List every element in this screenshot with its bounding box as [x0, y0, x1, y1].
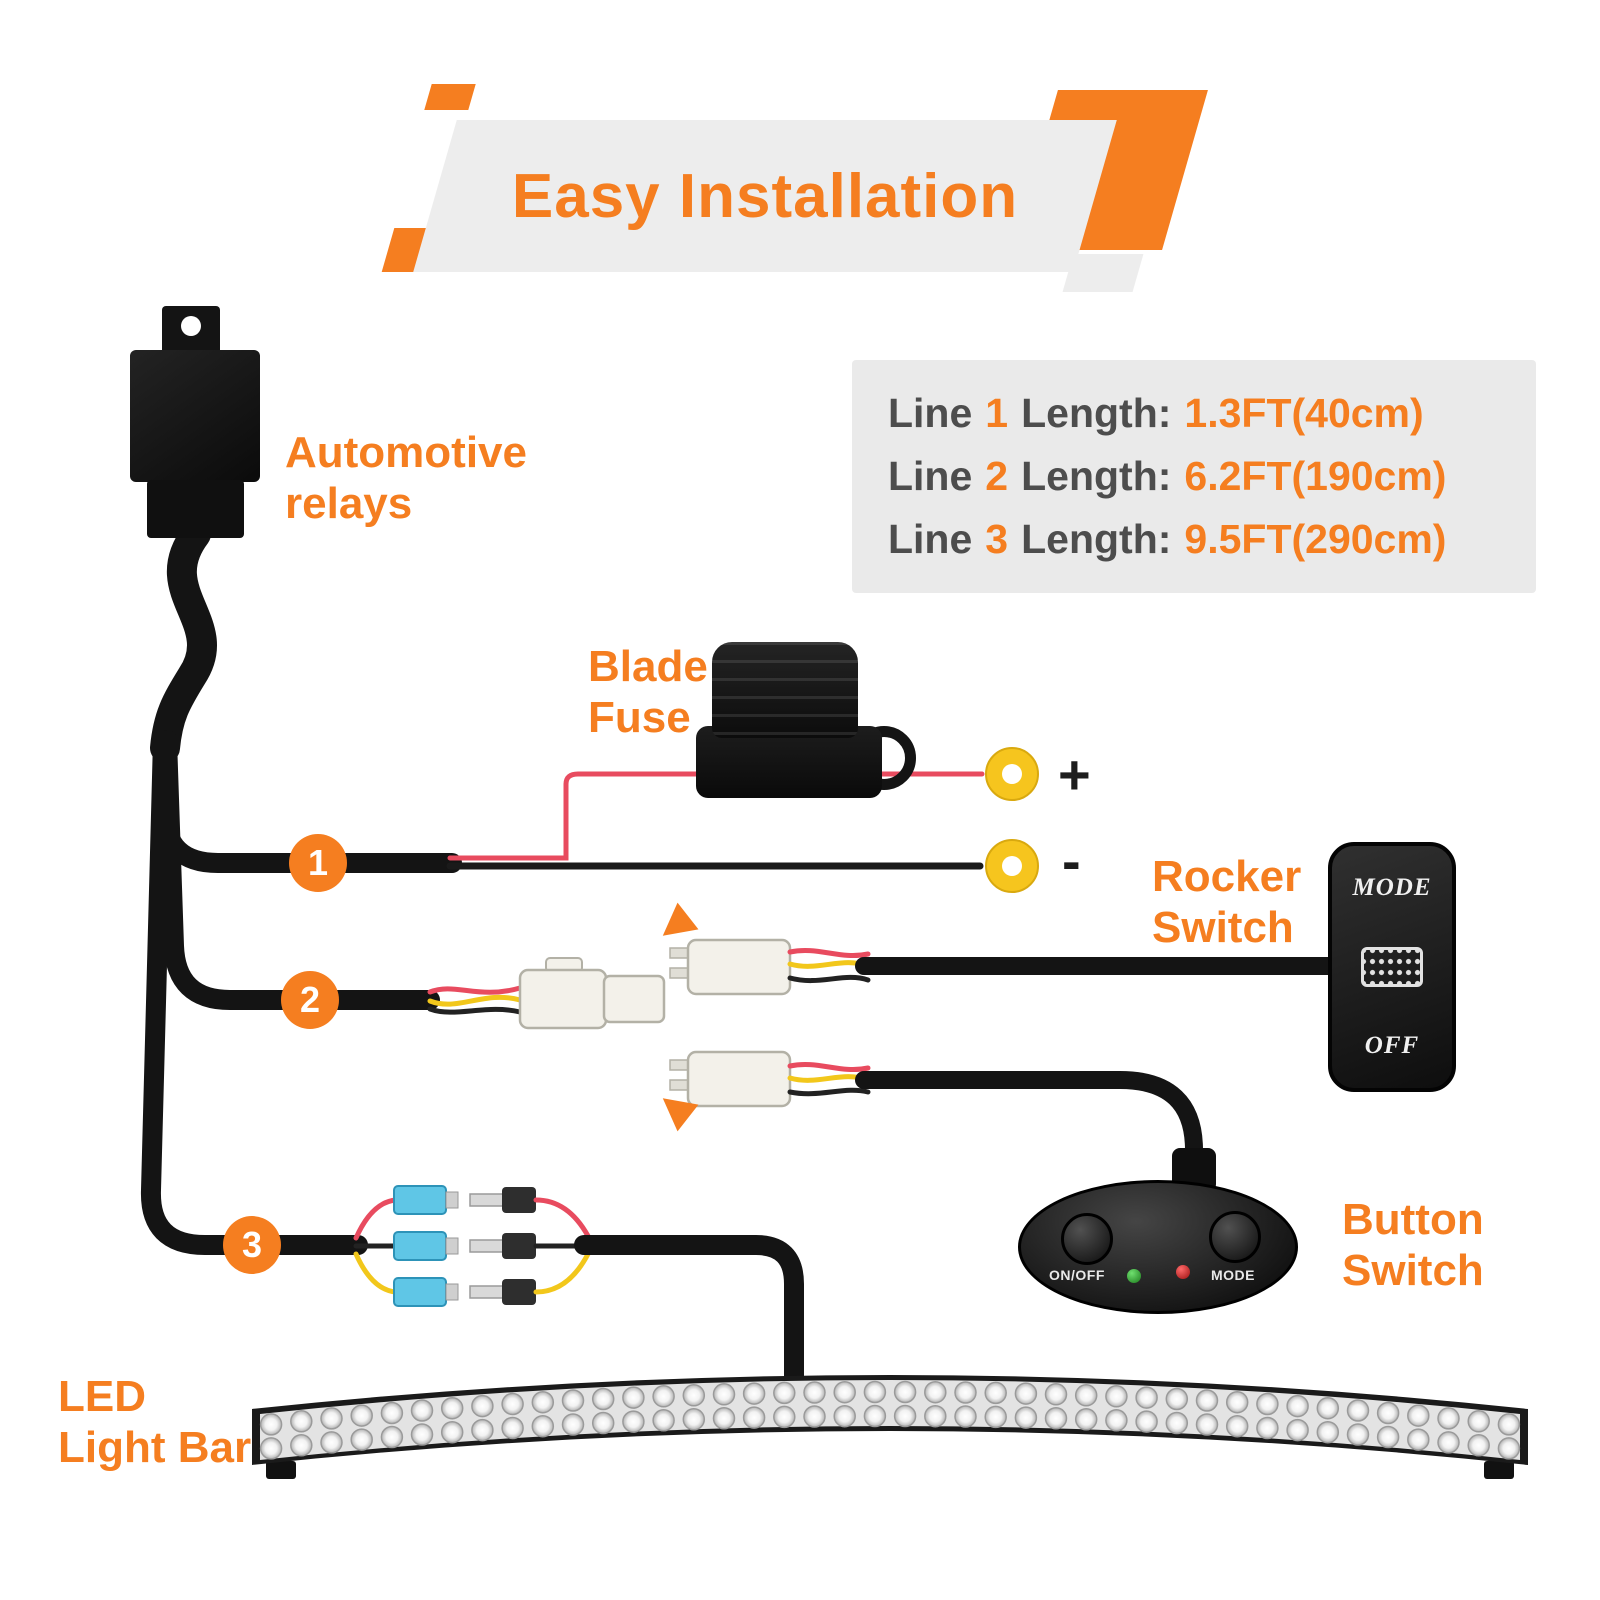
line3-badge: 3	[223, 1216, 281, 1274]
label-line: Switch	[1152, 902, 1294, 952]
info-number: 2	[985, 453, 1009, 499]
label-line: Button	[1342, 1195, 1484, 1244]
relay-mounting-tab	[162, 306, 220, 354]
info-mid: Length:	[1021, 516, 1172, 562]
negative-sign: -	[1062, 829, 1081, 892]
harness-main-cable	[140, 519, 462, 1255]
info-value: 9.5FT(290cm)	[1184, 516, 1447, 562]
harness-connector-pair	[518, 957, 666, 1030]
banner-accent-top-left	[424, 84, 476, 110]
led-light-bar	[252, 1375, 1528, 1479]
ring-terminal-negative	[985, 839, 1039, 893]
onoff-label: ON/OFF	[1049, 1267, 1105, 1283]
line2-badge: 2	[281, 971, 339, 1029]
label-line: Light Bar	[58, 1422, 252, 1472]
info-value: 1.3FT(40cm)	[1184, 390, 1424, 436]
banner-title: Easy Installation	[511, 161, 1019, 231]
positive-sign: +	[1058, 743, 1091, 806]
green-led	[1127, 1269, 1141, 1283]
spade-terminals	[393, 1185, 536, 1307]
label-line: Rocker	[1152, 852, 1302, 901]
ring-terminal-positive	[985, 747, 1039, 801]
blade-fuse-holder-cap	[712, 642, 858, 738]
plug-arrow-bottom	[662, 1098, 699, 1132]
button-switch-label: Button Switch	[1342, 1195, 1484, 1296]
info-number: 1	[985, 390, 1009, 436]
rocker-off-label: OFF	[1364, 1032, 1420, 1059]
info-mid: Length:	[1021, 390, 1172, 436]
line3-strands-left	[353, 1197, 399, 1295]
line1-badge: 1	[289, 834, 347, 892]
relay-socket	[147, 480, 244, 538]
info-mid: Length:	[1021, 453, 1172, 499]
info-prefix: Line	[888, 453, 973, 499]
info-number: 3	[985, 516, 1009, 562]
mode-label: MODE	[1211, 1267, 1255, 1283]
rocker-mode-label: MODE	[1352, 874, 1432, 901]
mode-button	[1209, 1211, 1261, 1263]
relay-mounting-hole	[181, 316, 201, 336]
label-line: LED	[58, 1372, 146, 1421]
positive-wire-prefuse	[447, 771, 707, 861]
label-line: Fuse	[588, 692, 691, 742]
label-line: relays	[285, 478, 413, 528]
blade-fuse-holder-base	[696, 726, 882, 798]
rocker-switch-label: Rocker Switch	[1152, 852, 1301, 953]
lightbar-bracket-right	[1484, 1461, 1514, 1479]
automotive-relay	[130, 350, 260, 482]
lightbar-led-array	[259, 1380, 1521, 1460]
info-line-1: Line 1 Length: 1.3FT(40cm)	[888, 390, 1500, 437]
button-branch-plug	[669, 1050, 792, 1108]
info-value: 6.2FT(190cm)	[1184, 453, 1447, 499]
info-line-3: Line 3 Length: 9.5FT(290cm)	[888, 516, 1500, 563]
label-line: Blade	[588, 642, 708, 691]
label-line: Automotive	[285, 428, 527, 477]
led-light-bar-label: LED Light Bar	[58, 1372, 251, 1473]
lightbar-feed-wire	[574, 1235, 804, 1402]
plug-arrow-top	[662, 902, 699, 936]
line2-wire	[157, 730, 440, 1010]
info-prefix: Line	[888, 516, 973, 562]
button-switch-wire	[787, 1061, 1203, 1187]
lightbar-bracket-left	[266, 1461, 296, 1479]
blade-fuse-label: Blade Fuse	[588, 642, 708, 743]
automotive-relay-label: Automotive relays	[285, 428, 527, 529]
line2-strands	[427, 985, 523, 1015]
length-info-box: Line 1 Length: 1.3FT(40cm) Line 2 Length…	[852, 360, 1536, 593]
onoff-button	[1061, 1213, 1113, 1265]
led-bar-icon	[1361, 947, 1423, 987]
rocker-switch-wire	[787, 947, 1345, 984]
label-line: Switch	[1342, 1245, 1484, 1295]
red-led	[1176, 1265, 1190, 1279]
rocker-branch-plug	[669, 938, 792, 996]
info-line-2: Line 2 Length: 6.2FT(190cm)	[888, 453, 1500, 500]
rocker-switch: MODE OFF	[1328, 842, 1456, 1092]
line3-wire	[140, 730, 368, 1255]
easy-installation-banner: Easy Installation	[380, 78, 1208, 298]
info-prefix: Line	[888, 390, 973, 436]
button-switch: ON/OFF MODE	[1018, 1180, 1298, 1314]
